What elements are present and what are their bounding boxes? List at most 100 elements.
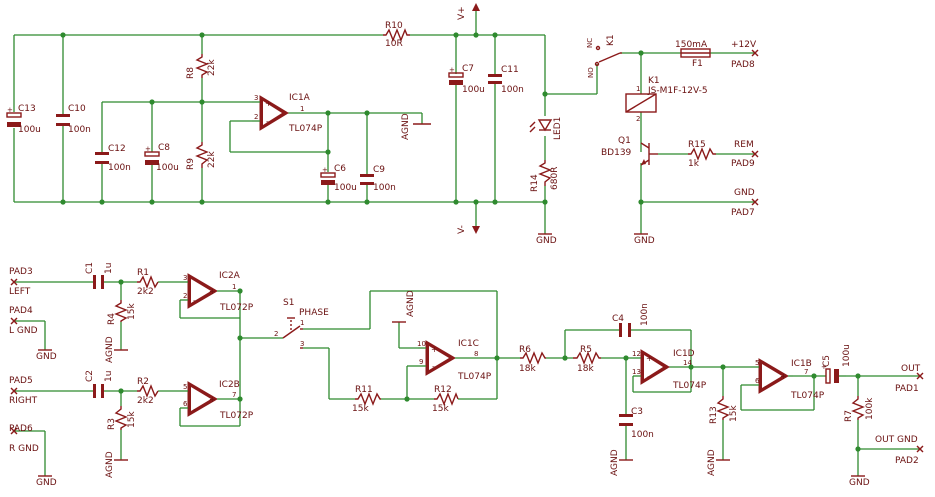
capacitor-c1: C1 1u xyxy=(85,262,114,289)
svg-text:Q1: Q1 xyxy=(618,136,631,146)
svg-text:2: 2 xyxy=(274,330,278,338)
svg-text:-: - xyxy=(432,362,435,371)
svg-text:-: - xyxy=(193,296,196,305)
transistor-q1: Q1 BD139 xyxy=(601,136,658,166)
svg-text:C13: C13 xyxy=(18,104,36,114)
svg-text:PAD3: PAD3 xyxy=(9,267,33,277)
svg-text:C6: C6 xyxy=(334,164,346,174)
svg-text:+: + xyxy=(322,166,328,174)
svg-text:22k: 22k xyxy=(207,59,217,76)
capacitor-c4: C4 100n xyxy=(612,303,650,337)
svg-text:PHASE: PHASE xyxy=(299,308,329,318)
power-section: + C13 100u C10 100n C12 100n + C8 100u xyxy=(6,3,598,246)
svg-text:R9: R9 xyxy=(186,158,196,170)
capacitor-c7: + C7 100u xyxy=(448,64,485,95)
svg-text:6: 6 xyxy=(755,377,760,385)
svg-text:C7: C7 xyxy=(462,64,474,74)
resistor-r2: R2 2k2 xyxy=(137,377,159,406)
svg-text:NO: NO xyxy=(587,67,595,78)
svg-text:RIGHT: RIGHT xyxy=(9,396,38,406)
svg-text:3: 3 xyxy=(300,340,304,348)
svg-text:R8: R8 xyxy=(186,67,196,79)
svg-text:R3: R3 xyxy=(107,418,117,430)
resistor-r7: R7 100k xyxy=(844,396,875,422)
capacitor-c3: C3 100n xyxy=(619,407,654,440)
svg-text:C4: C4 xyxy=(612,314,624,324)
svg-text:IC1C: IC1C xyxy=(458,339,479,349)
svg-text:NC: NC xyxy=(586,38,594,48)
svg-text:LED1: LED1 xyxy=(553,117,563,140)
opamp-ic1c: + - 10 9 8 IC1C TL074P xyxy=(417,339,520,382)
relay-section: NC NO K1 150mA F1 1 2 K1 JS-M1F-12V-5 xyxy=(586,34,759,246)
svg-text:100u: 100u xyxy=(18,125,41,135)
svg-text:+: + xyxy=(145,145,151,153)
svg-text:OUT: OUT xyxy=(901,364,921,374)
opamp-ic1d: + - 12 13 14 IC1D TL074P xyxy=(632,349,707,391)
svg-text:R5: R5 xyxy=(580,345,592,355)
svg-text:+: + xyxy=(431,345,438,354)
svg-text:+: + xyxy=(449,66,455,74)
svg-text:6: 6 xyxy=(183,400,188,408)
svg-text:IC2A: IC2A xyxy=(219,271,241,281)
svg-text:IC1A: IC1A xyxy=(289,93,311,103)
svg-text:IC1D: IC1D xyxy=(673,349,695,359)
svg-text:GND: GND xyxy=(734,188,755,198)
fuse-f1: 150mA F1 xyxy=(675,40,711,69)
svg-text:10: 10 xyxy=(417,340,426,348)
svg-text:9: 9 xyxy=(419,358,423,366)
output-section: R6 18k R5 18k C4 100n C3 100n AGND xyxy=(519,303,924,488)
svg-text:R13: R13 xyxy=(709,406,719,424)
svg-text:7: 7 xyxy=(804,368,808,376)
svg-text:C9: C9 xyxy=(373,165,385,175)
capacitor-c13: + C13 100u xyxy=(6,104,41,135)
resistor-r6: R6 18k xyxy=(519,345,546,374)
svg-text:REM: REM xyxy=(734,140,754,150)
capacitor-c5: + C5 100u xyxy=(821,344,852,384)
svg-text:2k2: 2k2 xyxy=(137,396,154,406)
svg-text:1: 1 xyxy=(636,85,640,93)
svg-text:K1: K1 xyxy=(648,76,660,86)
resistor-r15: R15 1k xyxy=(688,140,716,169)
svg-text:-: - xyxy=(647,372,650,381)
pad-pad4: PAD4 L GND xyxy=(9,306,38,336)
svg-text:100n: 100n xyxy=(640,303,650,326)
agnd-symbol-r13: AGND xyxy=(707,449,730,476)
svg-text:R15: R15 xyxy=(688,140,706,150)
svg-text:2: 2 xyxy=(254,113,258,121)
svg-text:1: 1 xyxy=(300,105,304,113)
svg-text:+12V: +12V xyxy=(731,40,757,50)
svg-text:+: + xyxy=(780,372,787,381)
svg-text:1k: 1k xyxy=(688,159,700,169)
svg-text:100n: 100n xyxy=(373,183,396,193)
capacitor-c2: C2 1u xyxy=(85,370,114,398)
svg-text:TL074P: TL074P xyxy=(790,391,825,401)
svg-text:AGND: AGND xyxy=(401,113,411,140)
svg-text:AGND: AGND xyxy=(105,336,115,363)
svg-text:100n: 100n xyxy=(68,125,91,135)
svg-text:2: 2 xyxy=(183,292,187,300)
svg-text:R1: R1 xyxy=(137,268,149,278)
svg-text:R GND: R GND xyxy=(9,444,39,454)
pad-pad6: PAD6 R GND xyxy=(9,424,39,454)
svg-text:15k: 15k xyxy=(127,411,137,428)
pad-pad8: +12V PAD8 xyxy=(731,40,759,70)
svg-text:C3: C3 xyxy=(631,407,643,417)
svg-text:100n: 100n xyxy=(501,85,524,95)
resistor-r3: R3 15k xyxy=(107,406,137,430)
svg-text:3: 3 xyxy=(254,94,258,102)
svg-text:-: - xyxy=(193,405,196,414)
svg-text:10R: 10R xyxy=(385,39,403,49)
svg-text:R6: R6 xyxy=(519,345,531,355)
svg-text:R12: R12 xyxy=(434,385,452,395)
svg-text:IC1B: IC1B xyxy=(791,359,812,369)
svg-text:+: + xyxy=(821,363,827,371)
pad-pad1: OUT PAD1 xyxy=(895,364,924,394)
svg-text:R11: R11 xyxy=(355,385,373,395)
resistor-r10: R10 10R xyxy=(383,21,410,49)
capacitor-c6: + C6 100u xyxy=(320,164,357,193)
svg-text:14: 14 xyxy=(683,359,692,367)
resistor-r14: R14 680R xyxy=(530,160,560,192)
svg-text:PAD5: PAD5 xyxy=(9,376,33,386)
svg-text:PAD4: PAD4 xyxy=(9,306,33,316)
